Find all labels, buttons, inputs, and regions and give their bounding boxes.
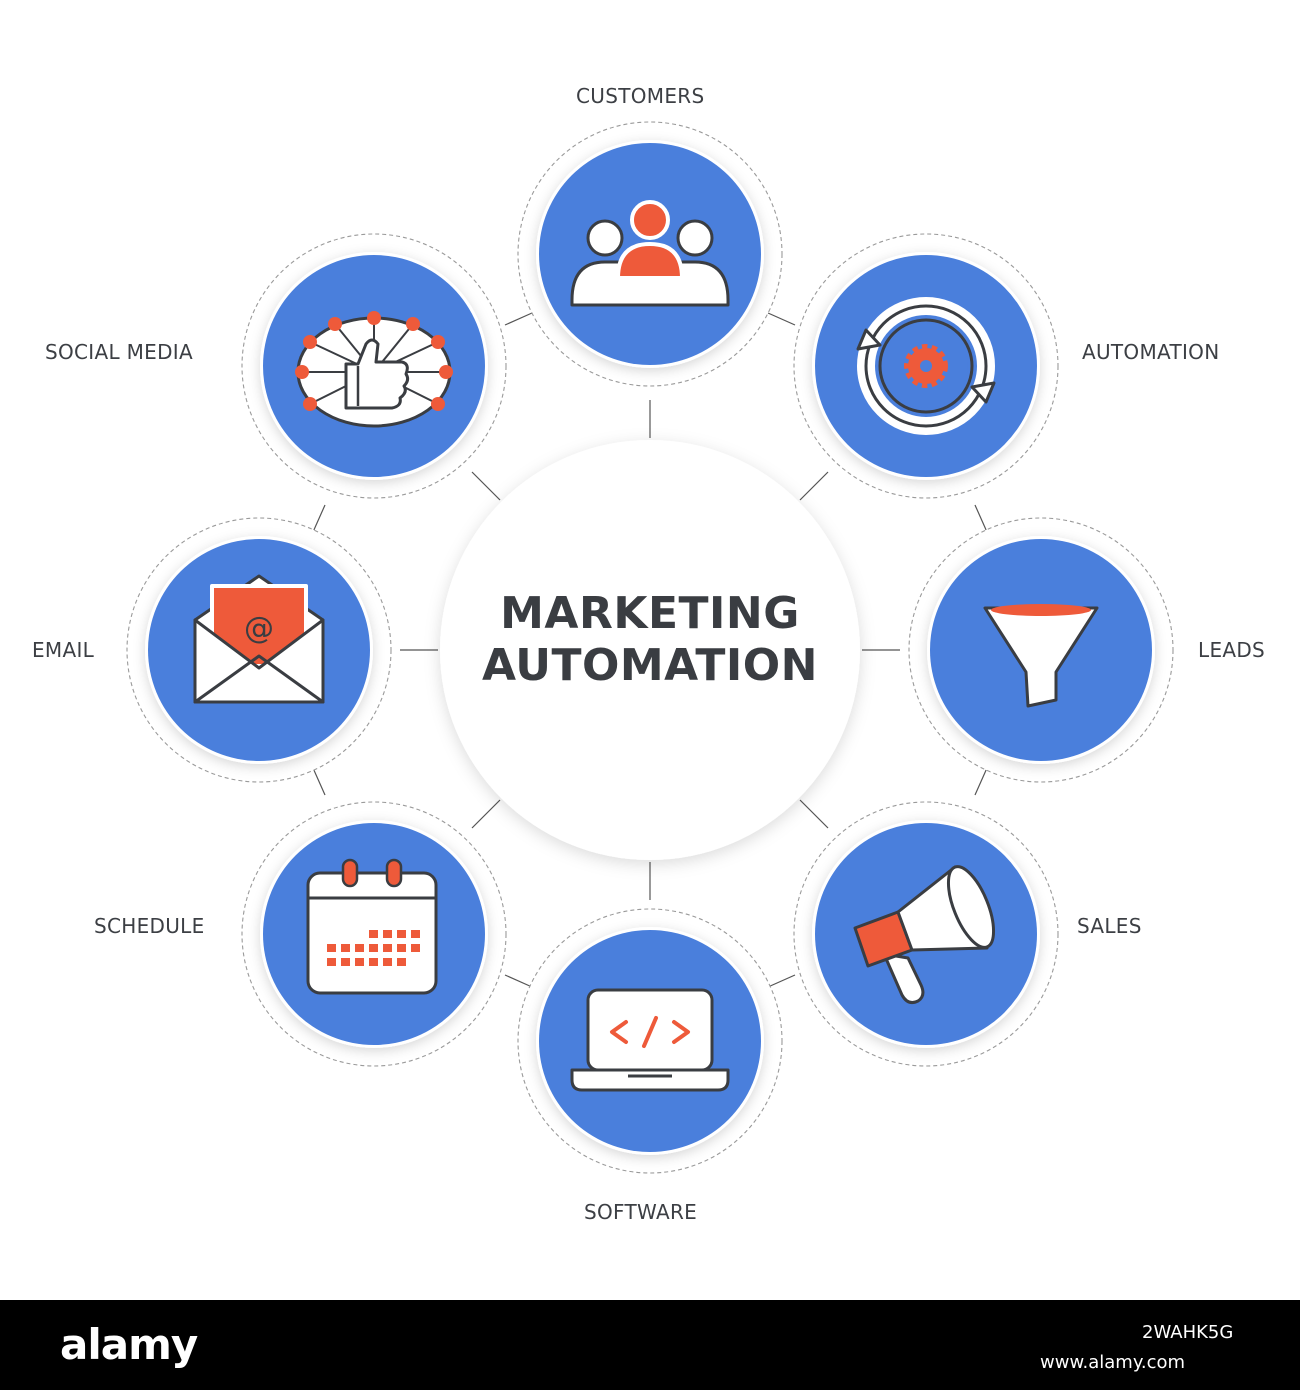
- label-leads: LEADS: [1198, 638, 1266, 662]
- email-envelope-icon: @: [193, 574, 325, 704]
- diagram-title: MARKETING AUTOMATION: [430, 588, 870, 692]
- automation-cycle-icon: [856, 297, 996, 435]
- diagram-graphics: @: [126, 121, 1174, 1174]
- label-customers: CUSTOMERS: [576, 84, 705, 108]
- node-schedule: [241, 801, 507, 1067]
- node-sales: [793, 801, 1059, 1067]
- laptop-code-icon: [570, 988, 730, 1092]
- node-software: [517, 908, 783, 1174]
- infographic-canvas: @ MARKET: [32, 84, 1266, 1224]
- title-line-1: MARKETING: [500, 588, 800, 639]
- node-automation: [793, 233, 1059, 499]
- node-email: @: [126, 517, 392, 783]
- site-url: www.alamy.com: [1040, 1352, 1186, 1373]
- node-leads: [908, 517, 1174, 783]
- image-id-text: 2WAHK5G: [1142, 1322, 1234, 1343]
- label-sales: SALES: [1077, 914, 1142, 938]
- megaphone-icon: [853, 865, 996, 1004]
- label-software: SOFTWARE: [584, 1200, 698, 1224]
- brand-logo: alamy: [60, 1320, 198, 1369]
- social-like-icon: [295, 311, 453, 428]
- watermark-footer-bar: alamy 2WAHK5G www.alamy.com: [0, 1300, 1300, 1390]
- funnel-icon: [983, 604, 1099, 708]
- label-schedule: SCHEDULE: [94, 914, 205, 938]
- svg-text:@: @: [244, 611, 274, 646]
- title-line-2: AUTOMATION: [482, 640, 818, 691]
- label-email: EMAIL: [32, 638, 95, 662]
- center-circle: [440, 440, 860, 860]
- connector-lines: [312, 312, 988, 988]
- label-social-media: SOCIAL MEDIA: [45, 340, 193, 364]
- node-social-media: [241, 233, 507, 499]
- calendar-icon: [306, 858, 438, 995]
- node-customers: [517, 121, 783, 387]
- customers-icon: [570, 200, 730, 307]
- label-automation: AUTOMATION: [1082, 340, 1220, 364]
